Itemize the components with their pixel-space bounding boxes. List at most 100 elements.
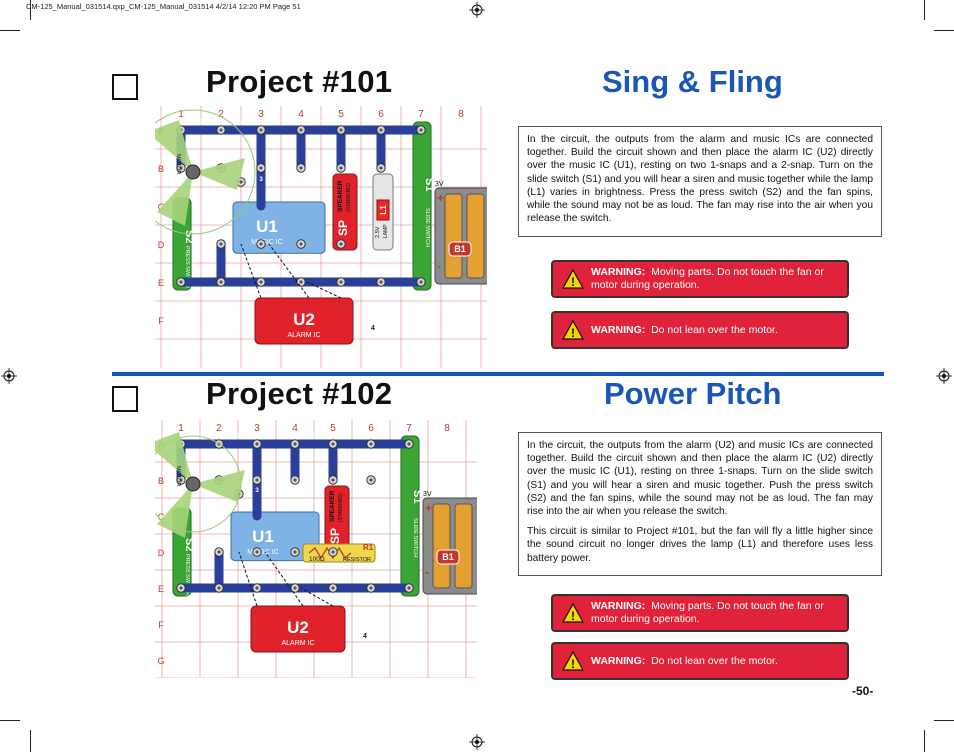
snap-center [255,442,259,446]
description-paragraph: This circuit is similar to Project #101,… [527,526,873,564]
snap-length-label: 6 [312,433,316,440]
registration-mark-icon [469,2,485,18]
circuit-label: 4 [363,633,367,640]
circuit-label: R1 [363,543,374,552]
grid-column-label: 7 [418,109,424,120]
circuit-label: U1 [256,217,278,236]
slide-switch-s1 [400,435,420,597]
snap-center [331,550,335,554]
registration-mark-icon [936,368,952,384]
snap-length-label: 3 [350,577,354,584]
grid-column-label: 2 [218,109,224,120]
snap-center [339,128,343,132]
snap-center [179,166,183,170]
crop-mark [0,30,20,31]
circuit-label: 3V [435,181,444,188]
circuit-label: S2 [183,538,195,551]
fan-blade-icon [155,432,193,484]
snap-center [369,478,373,482]
snap-length-label: 5 [274,577,278,584]
snap-center [339,242,343,246]
warning-label: WARNING: [591,655,646,667]
svg-text:!: ! [571,657,575,671]
crop-mark [30,0,31,20]
alignment-dashed-line [268,243,310,299]
circuit-label: + [425,501,432,515]
circuit-label: SLIDE SWITCH [412,518,418,557]
crop-mark [934,30,954,31]
warning-text: Moving parts. Do not touch the fan or mo… [591,266,824,291]
snap-center [259,128,263,132]
alignment-dashed-line [238,551,258,607]
grid-row-label: B [158,164,164,174]
section-divider [112,372,884,376]
motor-hub-icon [185,476,201,492]
warning-label: WARNING: [591,266,646,278]
project-101-checkbox[interactable] [112,74,138,100]
grid-column-label: 1 [178,109,184,120]
grid-row-label: C [158,512,165,522]
warning-label: WARNING: [591,324,646,336]
registration-mark-icon [469,734,485,750]
snap-length-label: 2 [293,487,297,494]
circuit-label: ALARM IC [287,332,320,339]
grid-column-label: 8 [458,109,464,120]
circuit-label: L1 [379,205,388,215]
snap-center [179,586,183,590]
svg-text:!: ! [571,326,575,340]
snap-length-label: 5 [279,271,283,278]
warning-box-moving-parts: ! WARNING: Moving parts. Do not touch th… [551,260,849,298]
grid-row-label: D [158,548,165,558]
project-102-checkbox[interactable] [112,386,138,412]
circuit-label: (STANDING) [338,493,344,522]
circuit-label: S2 [183,230,195,243]
circuit-label: B1 [454,244,466,254]
snap-center [293,478,297,482]
snap-center [219,242,223,246]
warning-text: Moving parts. Do not touch the fan or mo… [591,600,824,625]
circuit-label: SP [336,220,350,236]
fan-blade-icon [155,120,193,172]
alignment-dashed-line [300,587,334,607]
project-101-title: Project #101 [206,64,393,99]
project-102-description: In the circuit, the outputs from the ala… [518,432,882,576]
alignment-dashed-line [264,551,304,607]
snap-center [255,550,259,554]
circuit-label: SLIDE SWITCH [424,208,430,247]
battery-cell [454,503,473,589]
warning-label: WARNING: [591,600,646,612]
circuit-label: SPEAKER [329,490,336,522]
warning-box-lean: ! WARNING: Do not lean over the motor. [551,642,849,680]
page-number: -50- [852,684,874,698]
warning-text: Do not lean over the motor. [651,655,778,667]
snap-center [179,478,183,482]
snap-center [299,280,303,284]
circuit-label: SPEAKER [337,180,344,212]
snap-center [369,442,373,446]
warning-triangle-icon: ! [562,320,584,340]
grid-column-label: 6 [378,109,384,120]
svg-text:!: ! [571,609,575,623]
grid-column-label: 1 [178,423,184,434]
warning-triangle-icon: ! [562,651,584,671]
circuit-label: PRESS SWITCH [184,246,190,288]
project-102-title: Project #102 [206,376,393,411]
circuit-label: - [425,565,429,579]
snap-length-label: 2 [239,119,243,126]
circuit-label: MOTOR [175,154,181,174]
snap-center [219,128,223,132]
snap-center [217,550,221,554]
crop-mark [934,720,954,721]
grid-column-label: 5 [338,109,344,120]
circuit-label: 100Ω [309,556,325,563]
crop-mark [30,730,31,752]
description-paragraph: In the circuit, the outputs from the ala… [527,134,873,225]
grid-column-label: 3 [254,423,260,434]
circuit-label: RESISTOR [343,557,371,563]
alarm-ic-u2 [250,605,346,653]
snap-center [407,586,411,590]
crop-mark [924,730,925,752]
snap-center [299,128,303,132]
snap-center [299,166,303,170]
